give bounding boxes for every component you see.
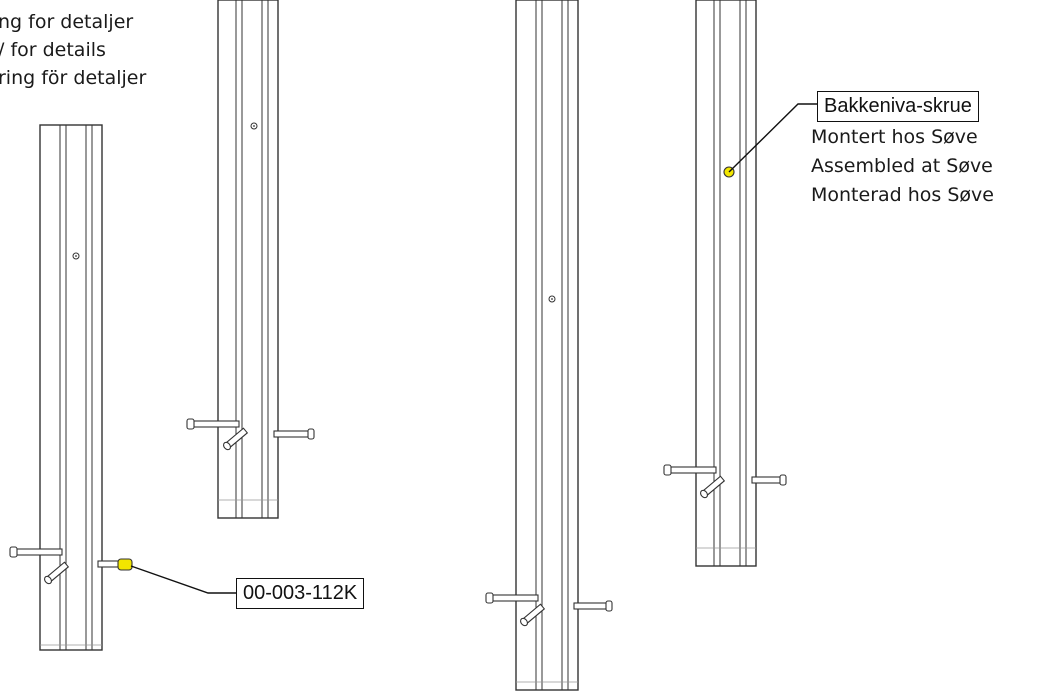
leader-line-part-number (130, 565, 236, 594)
assembly-location-note: Montert hos Søve Assembled at Søve Monte… (811, 123, 994, 210)
note-line-english: / for details (0, 39, 106, 61)
assembly-note-swedish: Monterad hos Søve (811, 184, 994, 206)
detail-reference-note: ng for detaljer / for details ring för d… (0, 8, 146, 92)
post-front-left (9, 124, 129, 651)
note-line-swedish: ring för detaljer (0, 67, 147, 89)
note-line-norwegian: ng for detaljer (0, 11, 134, 33)
ground-screw-label: Bakkeniva-skrue (817, 91, 979, 122)
post-back-left (186, 0, 315, 519)
assembly-note-norwegian: Montert hos Søve (811, 126, 978, 148)
part-highlight-nut (117, 558, 133, 571)
assembly-note-english: Assembled at Søve (811, 155, 993, 177)
post-back-right (663, 0, 787, 567)
post-front-right (485, 0, 613, 691)
leader-line-ground-screw (728, 103, 817, 173)
part-number-label: 00-003-112K (236, 578, 365, 609)
